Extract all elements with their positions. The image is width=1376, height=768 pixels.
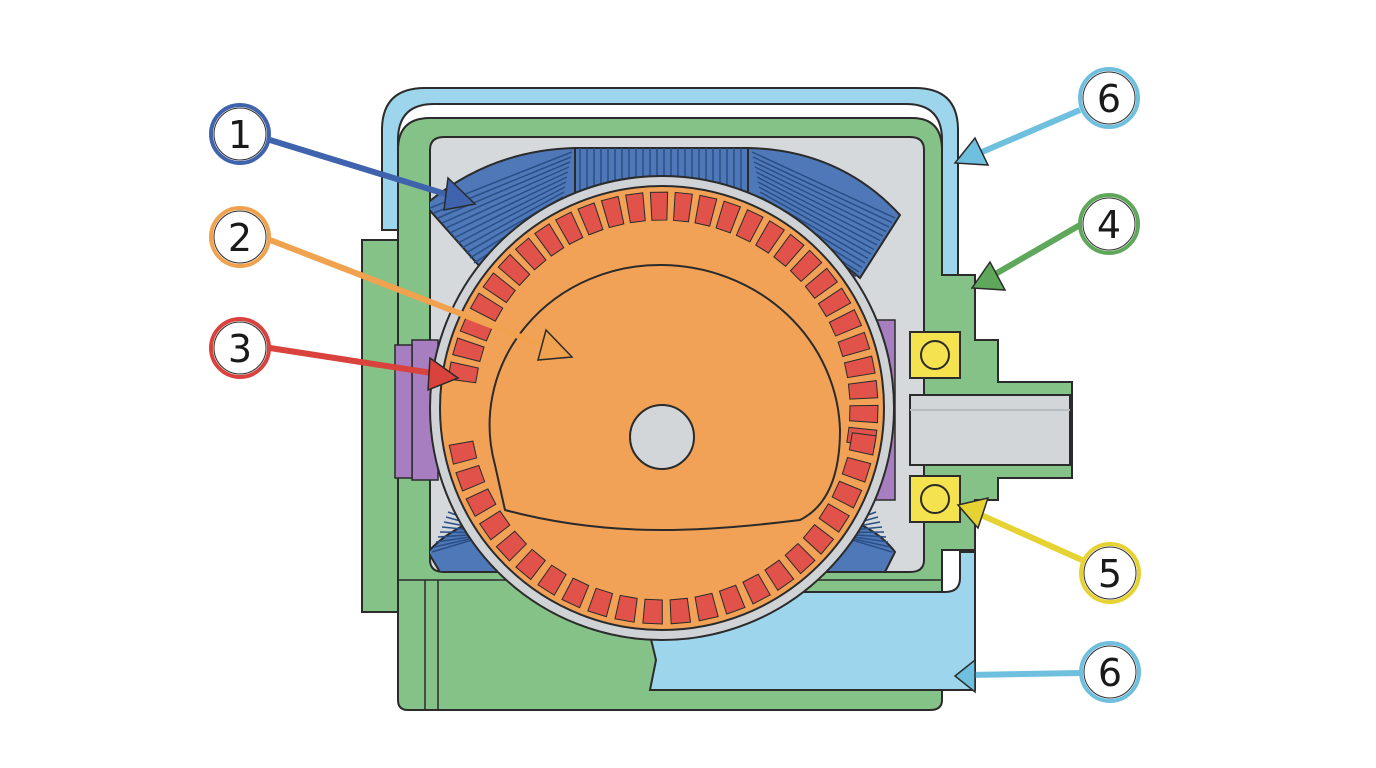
- callout-6-bottom-label: 6: [1098, 651, 1122, 695]
- winding-line: [445, 171, 569, 229]
- rotor-bar: [694, 194, 718, 227]
- callout-1-label: 1: [228, 113, 252, 157]
- arrow-1: [269, 137, 466, 203]
- rotor-bar: [587, 587, 614, 618]
- rotor-bar: [831, 480, 863, 509]
- rotor-bar: [773, 233, 805, 268]
- rotor-bar: [837, 331, 871, 358]
- arrow-4: [983, 222, 1082, 283]
- rotor-bar: [669, 597, 692, 625]
- cooling-jacket-bottom: [643, 551, 976, 691]
- rotor-bar: [694, 592, 719, 622]
- rotor-bar: [554, 211, 584, 246]
- callout-5: 5: [1079, 542, 1141, 604]
- bearing-top: [909, 331, 961, 379]
- rotor-core: [488, 263, 842, 532]
- rotor-bar: [672, 191, 693, 223]
- winding-line: [441, 166, 570, 224]
- winding-line: [453, 181, 567, 239]
- rotor-bar: [849, 404, 879, 424]
- rotor-bar: [448, 440, 478, 465]
- shaft-bore: [629, 404, 695, 470]
- winding-line: [754, 166, 887, 233]
- rotor-bar: [828, 308, 863, 337]
- rotor-bar: [478, 510, 511, 541]
- winding-line: [759, 191, 872, 255]
- rotor-bar: [848, 432, 877, 456]
- winding-line: [461, 191, 565, 249]
- rotor-bar: [465, 488, 497, 517]
- rotor-bar: [497, 253, 531, 287]
- rotor-bar: [804, 267, 839, 299]
- winding-line: [437, 161, 571, 219]
- winding-line: [758, 186, 875, 251]
- rotor-bar: [452, 337, 485, 363]
- winding-line: [753, 161, 890, 228]
- bearing-bottom: [909, 475, 961, 523]
- arrow-2: [268, 237, 562, 355]
- callout-6-top: 6: [1078, 67, 1140, 129]
- shaft: [909, 394, 1071, 466]
- rotor-bar: [561, 577, 590, 609]
- rotor-bar: [614, 594, 638, 623]
- callout-6-top-label: 6: [1097, 77, 1121, 121]
- rotor-bar: [841, 456, 872, 483]
- rotor-bar: [642, 598, 663, 625]
- rotor-bar: [534, 223, 565, 257]
- callout-3-label: 3: [228, 327, 252, 371]
- winding-line: [757, 181, 878, 246]
- callout-6-bottom: 6: [1079, 641, 1141, 703]
- rotor-bar: [847, 380, 879, 400]
- rotor-bar: [577, 202, 604, 236]
- rotor-bar: [469, 292, 504, 322]
- rotor-bar: [495, 530, 528, 562]
- rotor-bar: [784, 542, 816, 575]
- arrow-6a: [966, 107, 1082, 161]
- rotor-bar: [537, 564, 567, 596]
- winding-line: [751, 151, 896, 219]
- rotor-bar: [735, 208, 764, 243]
- winding-line: [755, 171, 884, 237]
- callout-arrows: [268, 107, 1084, 694]
- callout-4-label: 4: [1097, 203, 1121, 247]
- rotor-bar: [715, 200, 742, 234]
- arrow-5: [968, 507, 1084, 563]
- winding-line: [457, 186, 566, 244]
- rotor-bar: [755, 220, 786, 254]
- winding-line: [756, 176, 881, 242]
- rotor-bar: [802, 523, 835, 555]
- rotor-bar: [514, 237, 547, 271]
- callout-1: 1: [209, 103, 271, 165]
- callout-2-label: 2: [228, 216, 252, 260]
- insulation-left-outer: [394, 344, 413, 479]
- callout-4: 4: [1078, 193, 1140, 255]
- arrow-6b: [967, 670, 1081, 678]
- rotor-bar: [455, 464, 486, 492]
- rotor-bar: [764, 559, 795, 592]
- callout-2: 2: [209, 206, 271, 268]
- winding-line: [752, 156, 893, 224]
- rotor-bar: [818, 503, 850, 533]
- rotor-bar: [515, 548, 547, 581]
- rotor-bar: [718, 584, 746, 615]
- rotor-bar: [482, 272, 516, 304]
- rotor-bar: [789, 249, 823, 283]
- rotor-bar: [817, 287, 852, 318]
- rotor-bars: [447, 191, 879, 625]
- rotor-bar: [600, 195, 625, 229]
- arrow-3: [269, 345, 446, 378]
- callout-5-label: 5: [1098, 552, 1122, 596]
- rotor-bar: [625, 192, 646, 224]
- callout-3: 3: [209, 317, 271, 379]
- rotor-bar: [742, 573, 771, 605]
- rotor-bar: [843, 355, 876, 379]
- winding-line: [449, 176, 568, 234]
- rotor-bar: [649, 191, 669, 221]
